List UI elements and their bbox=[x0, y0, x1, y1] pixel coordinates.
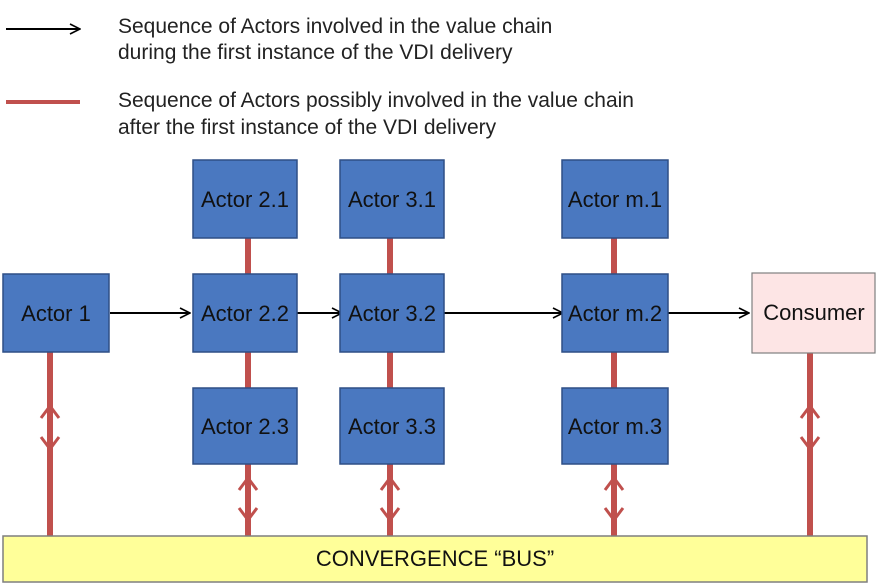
arrow-down-actor1 bbox=[39, 436, 61, 452]
red-vertical-links bbox=[245, 238, 617, 388]
actor-m-2: Actor m.2 bbox=[561, 273, 669, 353]
actor-1-label: Actor 1 bbox=[21, 301, 91, 326]
actor-m-3: Actor m.3 bbox=[561, 387, 669, 465]
actor-3-1: Actor 3.1 bbox=[339, 159, 445, 239]
actor-3-2: Actor 3.2 bbox=[339, 273, 445, 353]
actor-2-1: Actor 2.1 bbox=[192, 159, 298, 239]
arrow-down-actorm3 bbox=[603, 507, 625, 523]
legend-red-line2: after the first instance of the VDI deli… bbox=[118, 116, 497, 139]
legend: Sequence of Actors involved in the value… bbox=[6, 15, 634, 139]
actor-m-1: Actor m.1 bbox=[561, 159, 669, 239]
arrow-up-actorm3 bbox=[603, 475, 625, 491]
legend-black-line2: during the first instance of the VDI del… bbox=[118, 41, 513, 64]
convergence-bus: CONVERGENCE “BUS” bbox=[2, 535, 868, 583]
actor-m-3-label: Actor m.3 bbox=[568, 414, 662, 439]
actor-3-3: Actor 3.3 bbox=[339, 387, 445, 465]
actor-2-2-label: Actor 2.2 bbox=[201, 301, 289, 326]
actor-boxes: Actor 1 Actor 2.1 Actor 2.2 Actor 2.3 Ac… bbox=[2, 159, 876, 465]
actor-m-1-label: Actor m.1 bbox=[568, 187, 662, 212]
actor-3-3-label: Actor 3.3 bbox=[348, 414, 436, 439]
actor-1: Actor 1 bbox=[2, 273, 110, 353]
actor-2-2: Actor 2.2 bbox=[192, 273, 298, 353]
arrow-down-consumer bbox=[799, 436, 821, 452]
actor-m-2-label: Actor m.2 bbox=[568, 301, 662, 326]
arrow-down-actor33 bbox=[379, 507, 401, 523]
arrow-up-consumer bbox=[799, 403, 821, 419]
bus-label: CONVERGENCE “BUS” bbox=[316, 546, 554, 571]
legend-red-line1: Sequence of Actors possibly involved in … bbox=[118, 89, 634, 112]
actor-2-3: Actor 2.3 bbox=[192, 387, 298, 465]
consumer-label: Consumer bbox=[763, 300, 864, 325]
actor-2-1-label: Actor 2.1 bbox=[201, 187, 289, 212]
actor-3-1-label: Actor 3.1 bbox=[348, 187, 436, 212]
arrow-up-actor1 bbox=[39, 403, 61, 419]
actor-3-2-label: Actor 3.2 bbox=[348, 301, 436, 326]
arrow-up-actor23 bbox=[237, 475, 259, 491]
arrow-down-actor23 bbox=[237, 507, 259, 523]
consumer: Consumer bbox=[751, 272, 876, 354]
bus-arrowheads bbox=[39, 403, 821, 523]
arrow-up-actor33 bbox=[379, 475, 401, 491]
legend-black-line1: Sequence of Actors involved in the value… bbox=[118, 15, 552, 38]
actor-2-3-label: Actor 2.3 bbox=[201, 414, 289, 439]
